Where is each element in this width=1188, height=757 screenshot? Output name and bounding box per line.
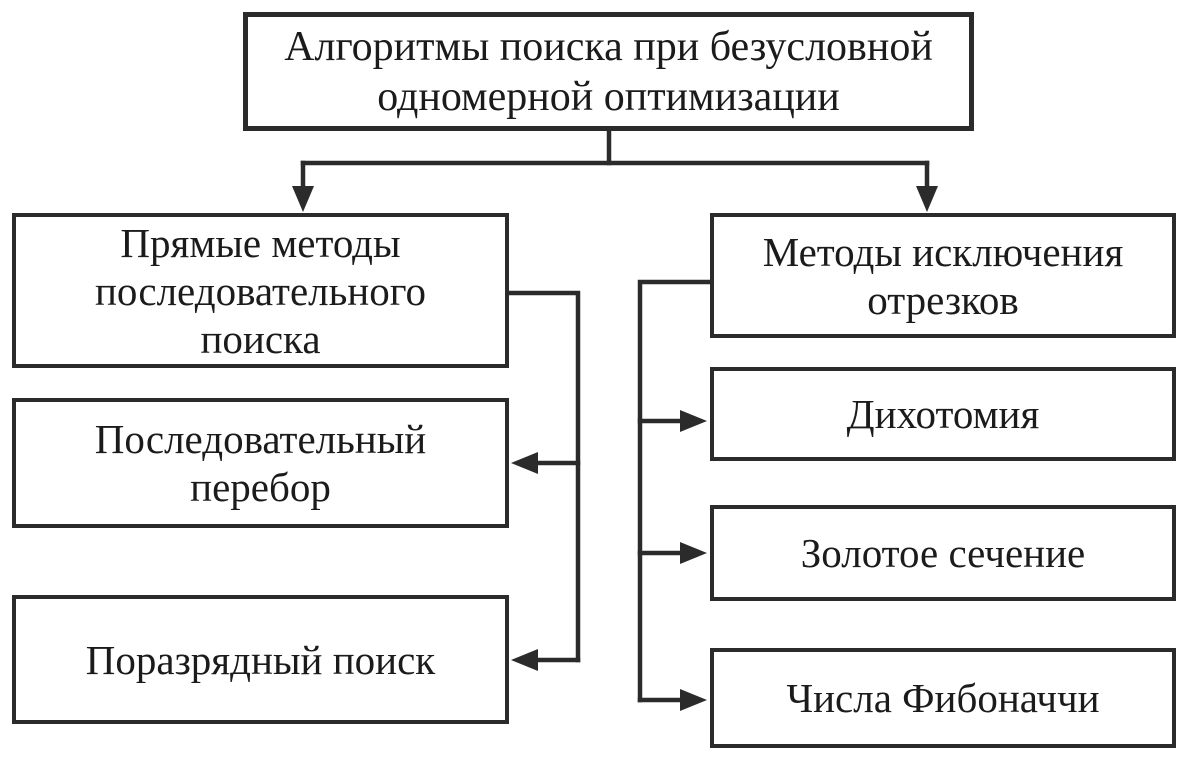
node-golden-section-line1: Золотое сечение (800, 530, 1086, 576)
node-root-title: Алгоритмы поиска при безусловной одномер… (243, 12, 974, 131)
node-dichotomy-line1: Дихотомия (846, 391, 1040, 437)
node-fibonacci-numbers-line1: Числа Фибоначчи (786, 675, 1100, 721)
node-exclusion-methods-line2: отрезков (867, 276, 1019, 323)
node-golden-section: Золотое сечение (710, 505, 1176, 601)
arrow-right-dichotomy-icon (680, 410, 707, 432)
edge-left-branch (505, 290, 581, 663)
edge-right-branch (637, 279, 713, 703)
node-bitwise-search: Поразрядный поиск (12, 595, 509, 724)
node-sequential-enumeration-line2: перебор (190, 464, 331, 510)
node-direct-methods-line3: поиска (200, 315, 321, 362)
node-fibonacci-numbers: Числа Фибоначчи (710, 648, 1176, 748)
arrow-right-fibonacci-icon (680, 689, 707, 711)
arrow-left-bitwise-icon (511, 649, 538, 671)
arrow-down-right-icon (916, 186, 938, 212)
node-exclusion-methods-line1: Методы исключения (762, 228, 1124, 275)
node-sequential-enumeration-line1: Последовательный (94, 416, 427, 462)
arrow-right-golden-icon (680, 542, 707, 564)
node-direct-methods: Прямые методы последовательного поиска (12, 213, 509, 368)
node-exclusion-methods: Методы исключения отрезков (710, 213, 1176, 338)
node-dichotomy: Дихотомия (710, 367, 1176, 461)
node-direct-methods-line1: Прямые методы (120, 219, 401, 266)
arrow-left-sequential-icon (511, 452, 538, 474)
node-root-title-line1: Алгоритмы поиска при безусловной (284, 23, 933, 70)
node-bitwise-search-line1: Поразрядный поиск (85, 636, 436, 683)
node-sequential-enumeration: Последовательный перебор (12, 398, 509, 528)
arrow-down-left-icon (292, 186, 314, 212)
node-root-title-line2: одномерной оптимизации (377, 73, 840, 120)
node-direct-methods-line2: последовательного (94, 267, 427, 314)
